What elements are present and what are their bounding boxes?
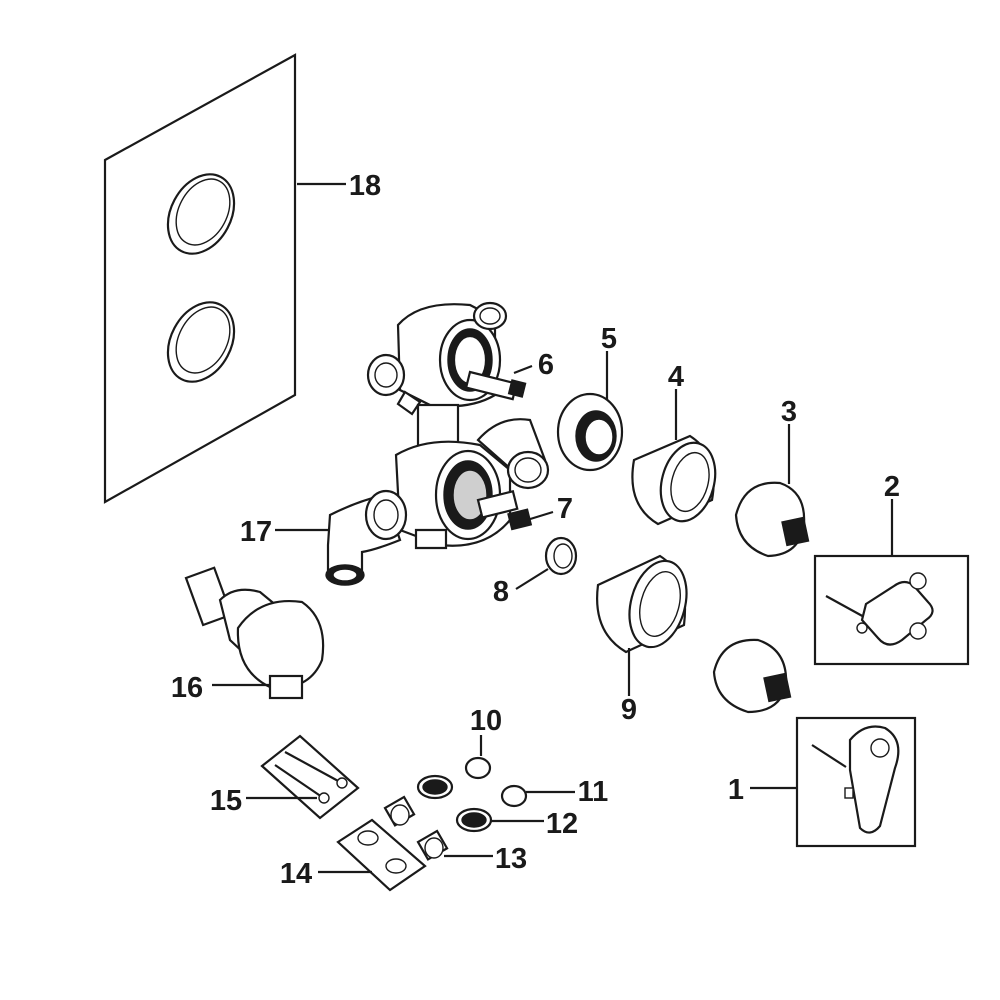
part-12-filter-washers (416, 774, 493, 833)
part-labels: 18 6 5 4 3 2 7 8 17 9 16 10 11 12 13 1 1… (171, 170, 900, 890)
part-10-cap (464, 756, 492, 780)
leader-6 (513, 364, 533, 375)
label-6: 6 (538, 349, 554, 381)
part-15-screws (260, 734, 360, 820)
label-18: 18 (349, 170, 381, 202)
label-5: 5 (601, 323, 617, 355)
label-1: 1 (728, 774, 744, 806)
label-8: 8 (493, 576, 509, 608)
part-2-cross-handle-kit (813, 554, 970, 666)
leader-7 (526, 510, 554, 522)
part-18-wall-plate (103, 53, 297, 504)
part-7-thermostatic-spindle (476, 489, 533, 531)
part-16-wall-outlet (184, 566, 325, 700)
label-3: 3 (781, 396, 797, 428)
part-13-check-valves (383, 795, 449, 861)
label-9: 9 (621, 694, 637, 726)
label-15: 15 (210, 785, 242, 817)
label-12: 12 (546, 808, 578, 840)
label-10: 10 (470, 705, 502, 737)
handle-hub-lower (712, 638, 792, 714)
part-6-diverter-spindle (464, 370, 527, 401)
part-9-shroud (596, 554, 688, 654)
part-8-clip (544, 536, 578, 576)
label-17: 17 (240, 516, 272, 548)
part-14-washers (336, 818, 427, 892)
part-4-shroud (631, 434, 717, 526)
leader-lines (212, 182, 894, 874)
part-3-handle-hub (734, 481, 810, 558)
label-13: 13 (495, 843, 527, 875)
label-16: 16 (171, 672, 203, 704)
part-11-cap (500, 784, 528, 808)
part-17-elbow-inlet (325, 489, 408, 586)
label-7: 7 (557, 493, 573, 525)
label-4: 4 (668, 361, 684, 393)
leader-8 (515, 568, 549, 590)
part-5-collar (556, 392, 624, 472)
label-11: 11 (578, 776, 609, 808)
label-2: 2 (884, 471, 900, 503)
part-1-lever-handle-kit (795, 716, 917, 848)
label-14: 14 (280, 858, 312, 890)
